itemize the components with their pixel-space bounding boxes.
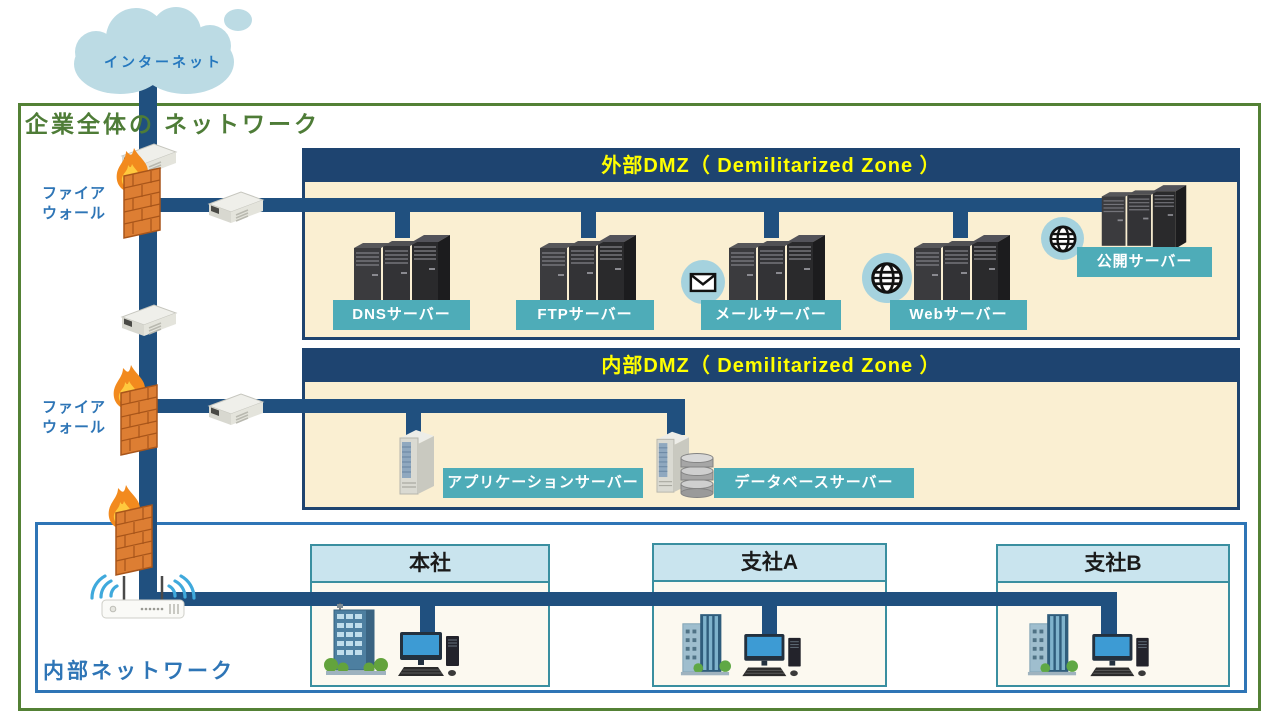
switch-icon-external	[203, 188, 269, 233]
firewall-icon	[103, 363, 165, 464]
link-ftp	[581, 210, 596, 238]
public-server-label: 公開サーバー	[1077, 247, 1212, 277]
internal-dmz-zone: 内部DMZ（ Demilitarized Zone ）	[302, 348, 1240, 510]
desktop-pc-icon	[396, 632, 462, 683]
internal-network-bus	[150, 592, 1117, 606]
public-server-icon	[1100, 180, 1188, 255]
link-database	[667, 399, 685, 435]
ftp-server-label: FTPサーバー	[516, 300, 654, 330]
site-label-shisha-a: 支社A	[654, 545, 885, 582]
branch-building-icon	[1026, 610, 1078, 683]
internet-cloud: インターネット	[58, 4, 253, 99]
globe-icon	[862, 253, 912, 303]
office-building-icon	[324, 602, 388, 683]
internet-label: インターネット	[104, 54, 223, 70]
database-server-label: データベースサーバー	[714, 468, 914, 498]
web-server-label: Webサーバー	[890, 300, 1027, 330]
firewall-icon	[106, 146, 168, 247]
link-application	[406, 411, 421, 436]
wireless-router-icon	[90, 556, 196, 627]
enterprise-title-left: 企業全体の	[25, 111, 155, 137]
application-server-label: アプリケーションサーバー	[443, 468, 643, 498]
firewall-label-lower: ファイア ウォール	[42, 399, 107, 436]
link-shisha-b	[1101, 592, 1117, 640]
mail-server-label: メールサーバー	[701, 300, 841, 330]
internal-network-label: 内部ネットワーク	[43, 660, 235, 683]
mail-icon	[681, 260, 725, 304]
desktop-pc-icon	[740, 634, 804, 683]
internal-dmz-title: 内部DMZ（ Demilitarized Zone ）	[305, 351, 1237, 382]
site-label-honsha: 本社	[312, 546, 548, 583]
database-icon	[678, 452, 716, 503]
desktop-pc-icon	[1088, 634, 1152, 683]
switch-icon-internal	[203, 390, 269, 435]
internal-dmz-bus	[150, 399, 685, 413]
globe-icon	[1041, 217, 1084, 260]
application-server-icon	[396, 426, 438, 501]
site-label-shisha-b: 支社B	[998, 546, 1228, 583]
link-honsha	[420, 604, 435, 638]
link-shisha-a	[762, 604, 777, 638]
link-web	[953, 210, 968, 238]
link-dns	[395, 210, 410, 238]
external-dmz-title: 外部DMZ（ Demilitarized Zone ）	[305, 151, 1237, 182]
enterprise-title-right: ネットワーク	[164, 111, 320, 137]
link-mail	[764, 210, 779, 238]
external-dmz-bus	[150, 198, 1103, 212]
branch-building-icon	[679, 610, 731, 683]
firewall-label-upper: ファイア ウォール	[42, 185, 107, 222]
switch-icon-middle	[116, 301, 182, 346]
dns-server-label: DNSサーバー	[333, 300, 470, 330]
